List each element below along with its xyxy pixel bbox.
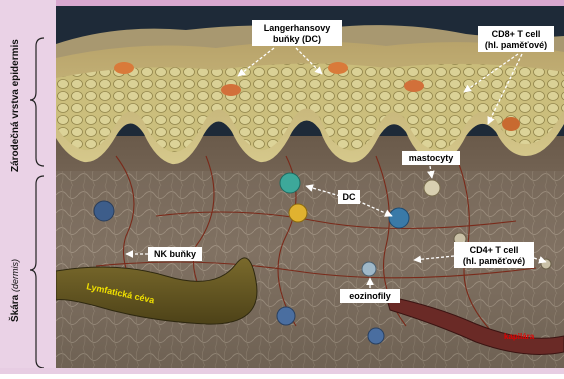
label-eozinofily: eozinofily bbox=[349, 291, 391, 301]
label-langerhans-line1: Langerhansovy bbox=[264, 23, 331, 33]
label-mastocyty: mastocyty bbox=[409, 153, 454, 163]
label-dc: DC bbox=[343, 192, 356, 202]
callout-mastocyty: mastocyty bbox=[402, 151, 460, 165]
dc-cell-yellow bbox=[289, 204, 307, 222]
label-cd4-line1: CD4+ T cell bbox=[470, 245, 519, 255]
label-langerhans-line2: buňky (DC) bbox=[273, 34, 321, 44]
blue-cell-bottom bbox=[277, 307, 295, 325]
label-nk: NK buňky bbox=[154, 249, 196, 259]
dermis-brace bbox=[30, 176, 44, 368]
callout-cd4: CD4+ T cell (hl. paměťové) bbox=[454, 242, 534, 268]
dc-cell-teal bbox=[280, 173, 300, 193]
cd4-cell-2 bbox=[541, 259, 551, 269]
eosinophil-cell bbox=[362, 262, 376, 276]
callout-nk: NK buňky bbox=[148, 247, 202, 261]
epidermis-side-label: Zárodečná vrstva epidermis bbox=[10, 39, 21, 172]
langerhans-cell-2 bbox=[221, 84, 241, 96]
callout-langerhans: Langerhansovy buňky (DC) bbox=[252, 20, 342, 46]
epidermis-brace bbox=[30, 38, 44, 166]
label-cd4-line2: (hl. paměťové) bbox=[463, 256, 525, 266]
skin-section-illustration: Langerhansovy buňky (DC) CD8+ T cell (hl… bbox=[56, 6, 564, 368]
callout-dc: DC bbox=[338, 190, 360, 204]
side-braces bbox=[0, 0, 56, 374]
dermis-label-main: Škára bbox=[10, 295, 21, 322]
blue-cell-bottom-2 bbox=[368, 328, 384, 344]
label-kapilara: kapilára bbox=[504, 332, 535, 341]
dc-cell-blue bbox=[389, 208, 409, 228]
callout-cd8: CD8+ T cell (hl. paměťové) bbox=[478, 26, 554, 52]
langerhans-cell-3 bbox=[328, 62, 348, 74]
mast-cell bbox=[424, 180, 440, 196]
langerhans-cell-5 bbox=[502, 117, 520, 131]
callout-eozinofily: eozinofily bbox=[340, 289, 400, 303]
bottom-strip bbox=[0, 368, 564, 374]
label-cd8-line1: CD8+ T cell bbox=[492, 29, 541, 39]
blue-cell-left bbox=[94, 201, 114, 221]
langerhans-cell-4 bbox=[404, 80, 424, 92]
dermis-label-latin: (dermis) bbox=[10, 259, 20, 292]
dermis-side-label: Škára (dermis) bbox=[10, 259, 21, 322]
side-panel: Zárodečná vrstva epidermis Škára (dermis… bbox=[0, 0, 56, 374]
langerhans-cell-1 bbox=[114, 62, 134, 74]
label-cd8-line2: (hl. paměťové) bbox=[485, 40, 547, 50]
